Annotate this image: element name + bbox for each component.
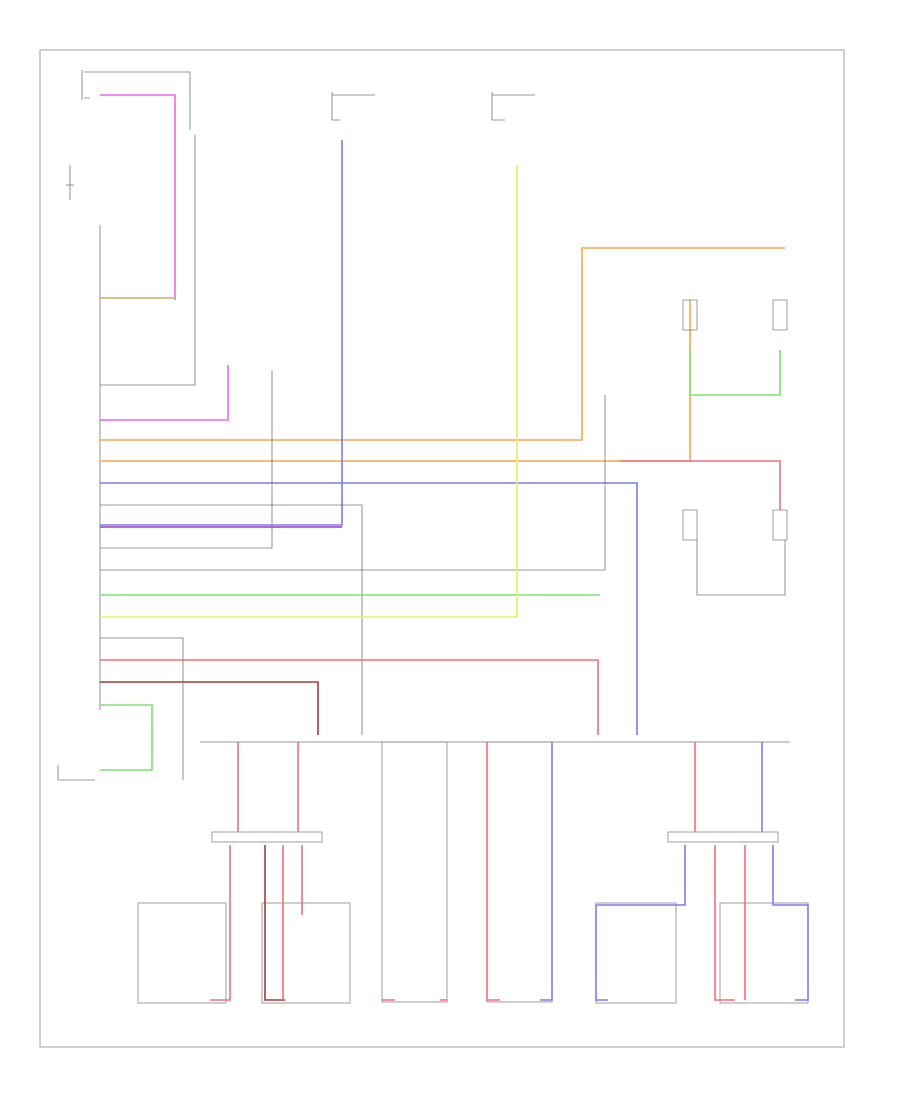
- wire-gray-3: [100, 395, 606, 571]
- ground-switch: [57, 765, 95, 781]
- wire-darkred: [100, 681, 319, 735]
- left-ground-switch: [66, 165, 74, 200]
- wire-gray-top: [100, 135, 196, 386]
- wire-gray-2: [100, 370, 273, 549]
- relay-4: [772, 509, 788, 541]
- wire-red-right: [620, 460, 781, 510]
- wire-green-ground: [100, 704, 153, 771]
- wire-blue-top: [100, 140, 343, 526]
- speaker-center-1: [381, 741, 448, 1003]
- top-center-switch: [331, 92, 375, 121]
- wire-spk-1: [210, 845, 231, 1001]
- relay-1: [682, 299, 698, 331]
- diagram-frame: [39, 49, 845, 1048]
- wire-gray-1: [100, 504, 363, 735]
- top-right-switch: [491, 92, 535, 121]
- speaker-center-2: [486, 741, 553, 1003]
- wire-spk-6: [486, 742, 500, 1001]
- relay-2: [772, 299, 788, 331]
- left-speaker-connector: [211, 831, 323, 843]
- wire-gray-4: [100, 637, 184, 780]
- wire-spk-7: [540, 742, 553, 1001]
- wire-pink-top: [100, 94, 176, 300]
- speaker-right-1: [595, 902, 677, 1004]
- top-left-switch: [81, 70, 191, 130]
- speaker-left-front: [261, 902, 351, 1004]
- wire-orange-2: [100, 300, 691, 462]
- wire-red-1: [100, 659, 599, 735]
- right-speaker-connector: [667, 831, 779, 843]
- wire-blue: [100, 482, 638, 735]
- speaker-left-rear: [137, 902, 227, 1004]
- relay-bottom-link: [696, 540, 786, 596]
- wire-orange: [100, 247, 785, 441]
- relay-3: [682, 509, 698, 541]
- wire-yellow: [100, 165, 518, 618]
- speaker-right-2: [719, 902, 809, 1004]
- wire-pink-mid: [100, 365, 229, 421]
- wire-spk-2: [264, 845, 285, 1001]
- wire-right-d: [714, 845, 735, 1001]
- wire-right-f: [772, 845, 809, 1001]
- wire-green-right: [689, 350, 781, 396]
- wire-right-c: [595, 845, 686, 1001]
